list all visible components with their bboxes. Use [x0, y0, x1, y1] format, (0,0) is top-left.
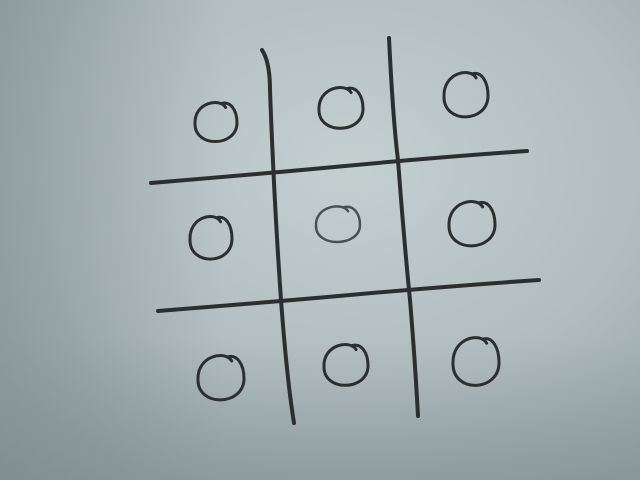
- o-mark-r1-c3: [442, 71, 490, 119]
- o-mark-r3-c1: [196, 354, 246, 402]
- game-grid: [149, 36, 541, 425]
- grid-line-horizontal-top: [149, 149, 529, 185]
- grid-line-horizontal-bottom: [156, 278, 541, 313]
- game-marks: [188, 71, 501, 402]
- o-mark-r1-c1: [193, 101, 239, 144]
- grid-line-vertical-right: [387, 36, 420, 418]
- o-mark-r3-c2: [322, 343, 370, 387]
- grid-line-vertical-left: [260, 48, 296, 425]
- o-mark-r3-c3: [451, 336, 501, 387]
- o-mark-r2-c1: [188, 215, 234, 261]
- o-mark-r2-c2: [314, 205, 362, 244]
- o-mark-r1-c2: [317, 86, 365, 130]
- o-mark-r2-c3: [447, 200, 497, 248]
